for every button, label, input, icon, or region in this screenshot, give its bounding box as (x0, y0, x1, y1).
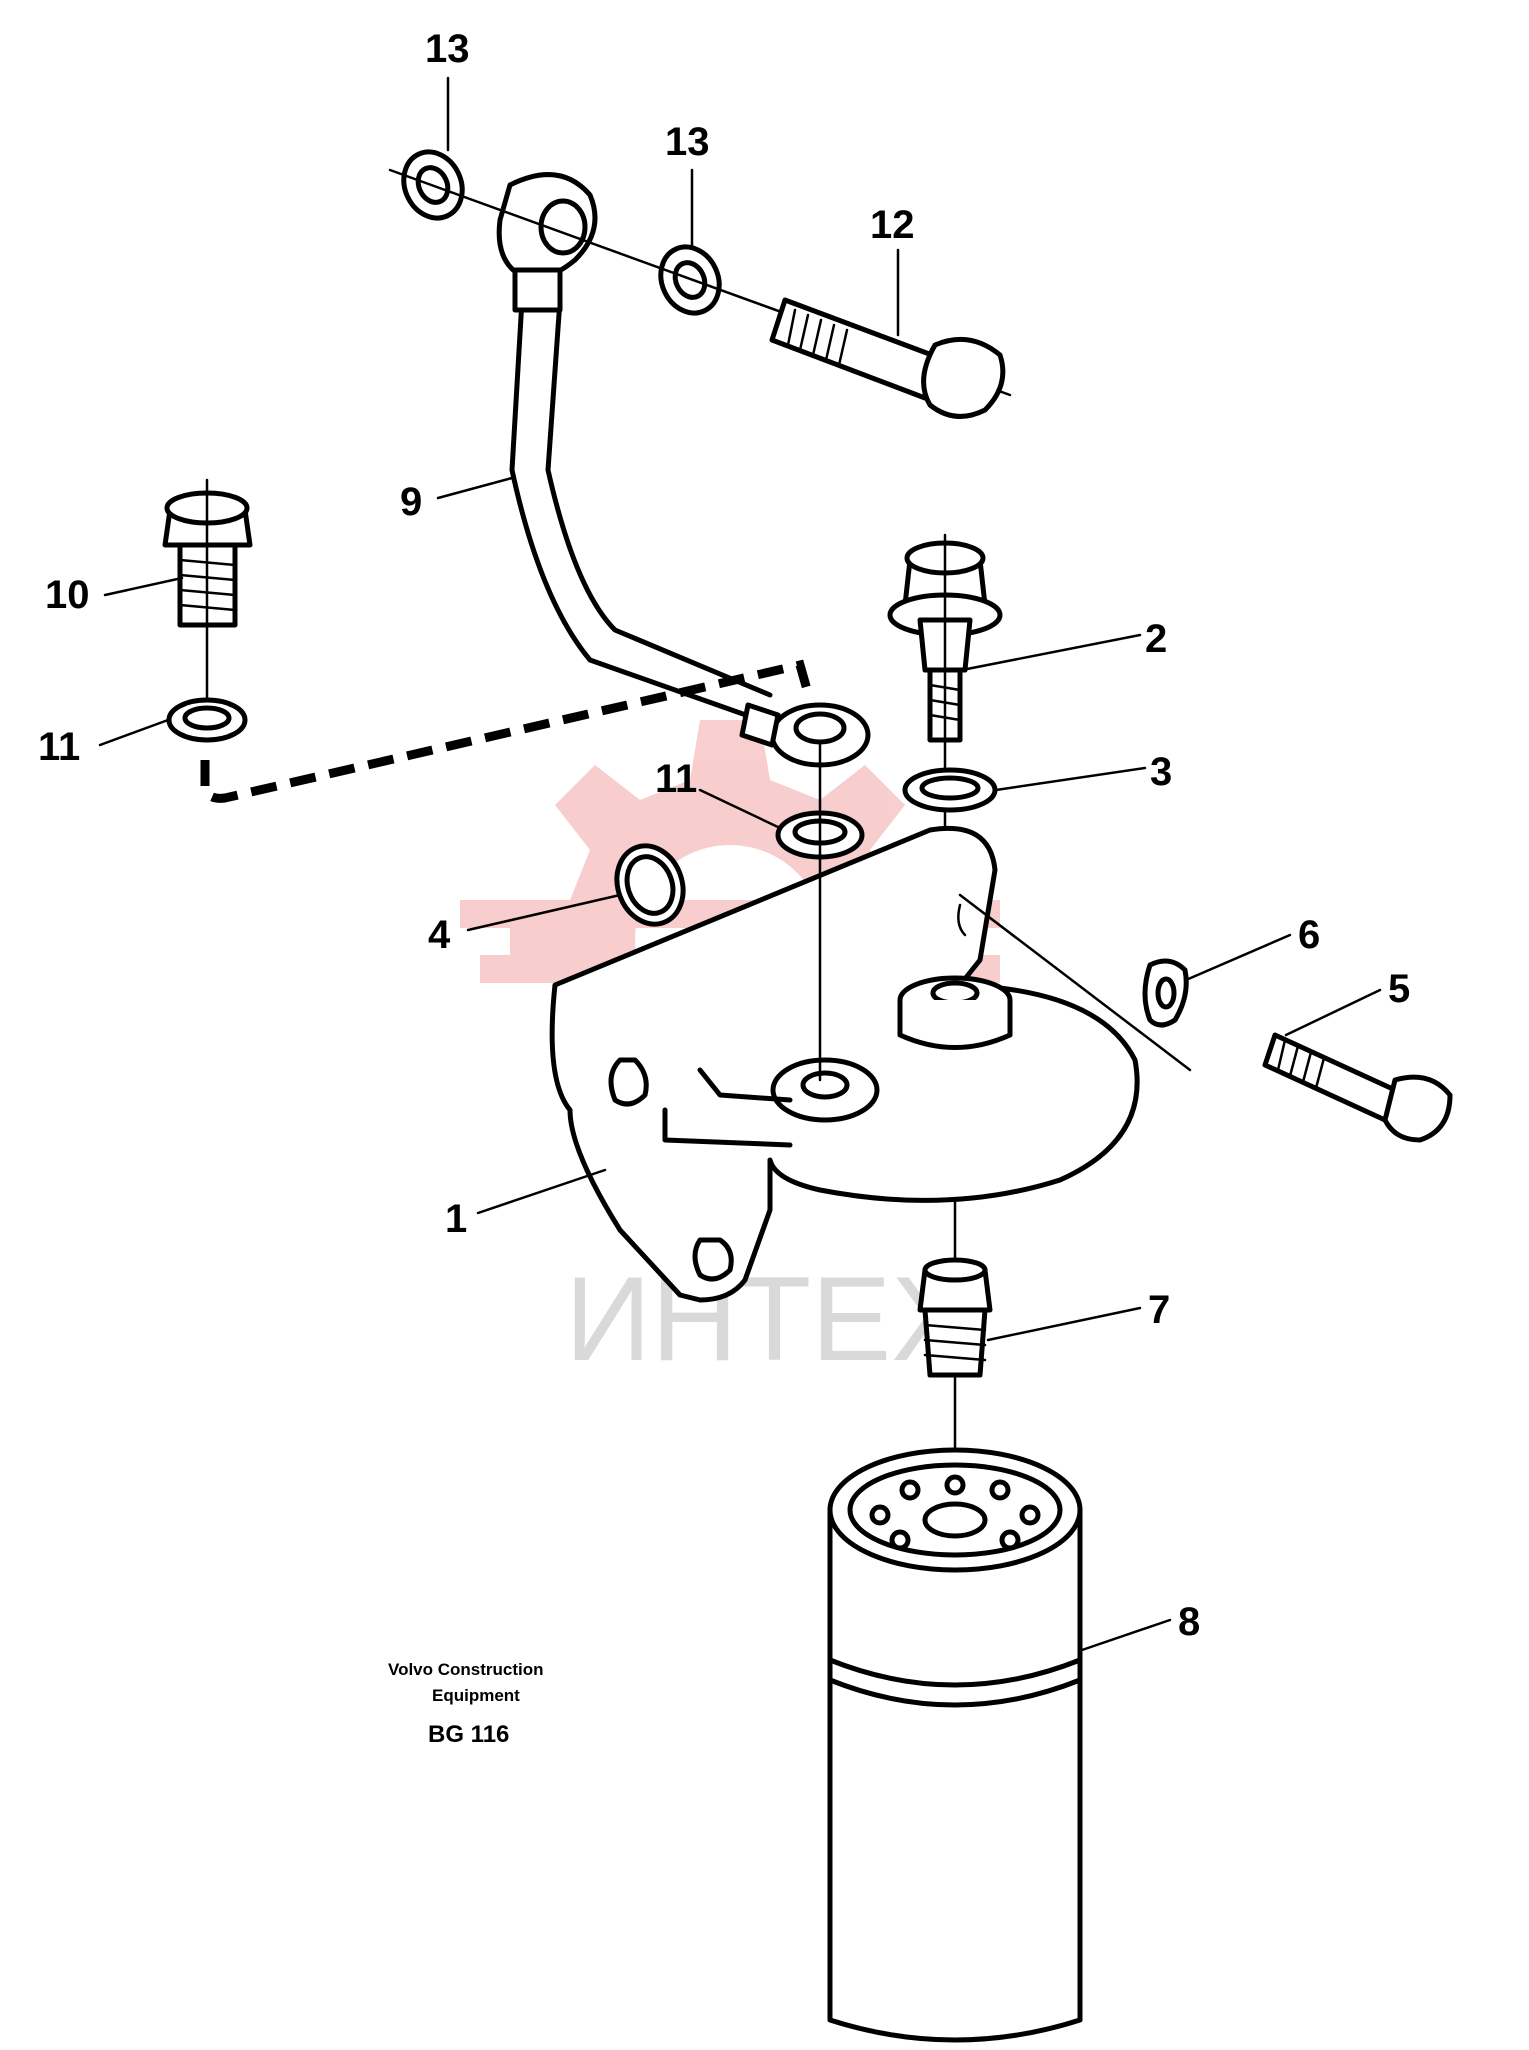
nipple-7 (917, 1257, 993, 1378)
leader-5 (1284, 988, 1382, 1037)
dashed-drain-line (200, 659, 815, 803)
callout-13a: 13 (425, 27, 470, 71)
callout-6: 6 (1298, 913, 1320, 957)
leader-6 (1184, 933, 1292, 982)
leader-11-center (698, 788, 782, 830)
leader-lines (98, 76, 1382, 1652)
axis-bolt-5 (958, 893, 1192, 1072)
leader-11-left (98, 718, 170, 747)
pipe-neck-bottom (739, 702, 781, 748)
leader-8 (1080, 1618, 1172, 1652)
caption-line1: Volvo Construction (388, 1660, 544, 1679)
watermark-text: ИНТЕХ (565, 1252, 971, 1386)
bolt-5 (1262, 1032, 1453, 1143)
banjo-bolt-12 (769, 297, 1006, 419)
banjo-bore-bottom (793, 711, 847, 745)
callout-8: 8 (1178, 1600, 1200, 1644)
banjo-bore-top (538, 198, 588, 256)
callouts: 13 13 12 9 10 11 11 2 3 4 6 5 1 7 8 (38, 27, 1410, 1644)
caption-line2: Equipment (432, 1686, 520, 1705)
callout-3: 3 (1150, 750, 1172, 794)
leader-9 (436, 476, 514, 500)
leader-2 (960, 633, 1142, 672)
lock-washer-6-hole (1155, 976, 1177, 1010)
o-ring-4-inner (624, 854, 676, 916)
leader-3 (994, 766, 1147, 792)
flange-bolt-2 (887, 533, 1003, 1002)
callout-1: 1 (445, 1197, 467, 1241)
callout-5: 5 (1388, 967, 1410, 1011)
callout-12: 12 (870, 203, 915, 247)
manufacturer-caption: Volvo Construction Equipment BG 116 (388, 1660, 544, 1748)
callout-11-left: 11 (38, 725, 80, 769)
callout-11-center: 11 (655, 757, 697, 801)
oil-filter-8 (827, 1447, 1083, 2043)
leader-7 (986, 1306, 1142, 1342)
pipe-neck-top (512, 267, 563, 313)
washer-3-hole (919, 775, 981, 801)
drain-plug-10 (162, 478, 253, 702)
callout-2: 2 (1145, 617, 1167, 661)
leader-1 (476, 1168, 607, 1215)
callout-13b: 13 (665, 120, 710, 164)
callout-4: 4 (428, 913, 451, 957)
callout-9: 9 (400, 480, 422, 524)
callout-7: 7 (1148, 1288, 1170, 1332)
caption-code: BG 116 (428, 1721, 509, 1748)
washer-11-left-hole (182, 705, 232, 731)
filter-head-1 (549, 825, 1140, 1303)
callout-10: 10 (45, 573, 90, 617)
leader-4 (466, 893, 622, 932)
leader-10 (103, 576, 184, 597)
oil-pipe-9 (496, 172, 871, 768)
